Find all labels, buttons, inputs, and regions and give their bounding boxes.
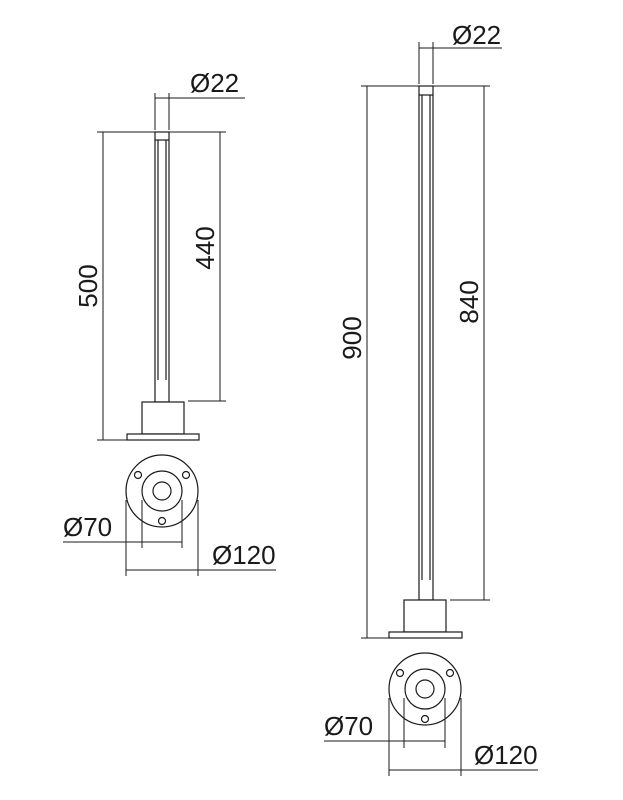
small-base-outer-circle [125,454,199,528]
screw-icon [445,668,455,678]
large-base-plate [388,631,463,639]
large-light-length-label: 840 [454,280,484,323]
large-base-plan-view [388,652,462,726]
large-outer-diameter-dimension: Ø120 [388,698,538,776]
small-base-center-circle [152,481,172,501]
screw-icon [395,668,405,678]
large-top-diameter-dimension: Ø22 [418,20,502,84]
large-top-diameter-label: Ø22 [452,20,501,50]
large-base-center-circle [415,679,435,699]
large-inner-diameter-dimension: Ø70 [324,698,446,748]
small-lamp-elevation [126,131,200,441]
small-top-diameter-label: Ø22 [190,68,239,98]
small-inner-diameter-label: Ø70 [63,512,112,542]
small-outer-diameter-label: Ø120 [212,540,276,570]
small-base-plan-view [125,454,199,528]
small-base-block [141,401,185,435]
large-inner-diameter-label: Ø70 [324,711,373,741]
small-light-length-label: 440 [190,226,220,269]
small-base-inner-circle [141,470,183,512]
large-base-outer-circle [388,652,462,726]
large-pole [418,85,434,601]
small-outer-diameter-dimension: Ø120 [125,500,276,576]
large-outer-diameter-label: Ø120 [474,740,538,770]
small-inner-diameter-dimension: Ø70 [63,500,183,548]
small-pole [154,131,170,403]
small-top-diameter-dimension: Ø22 [154,68,245,130]
small-total-height-label: 500 [73,264,103,307]
large-lamp-elevation [388,85,463,639]
large-base-block [403,599,447,633]
screw-icon [181,470,191,480]
screw-icon [133,470,143,480]
screw-icon [157,516,167,526]
small-base-plate [126,433,200,441]
large-base-inner-circle [404,668,446,710]
large-light-length-dimension: 840 [433,85,490,601]
small-light-length-dimension: 440 [169,131,226,402]
small-total-height-dimension: 500 [73,131,155,441]
large-total-height-dimension: 900 [337,85,419,639]
large-total-height-label: 900 [337,316,367,359]
screw-icon [420,714,430,724]
